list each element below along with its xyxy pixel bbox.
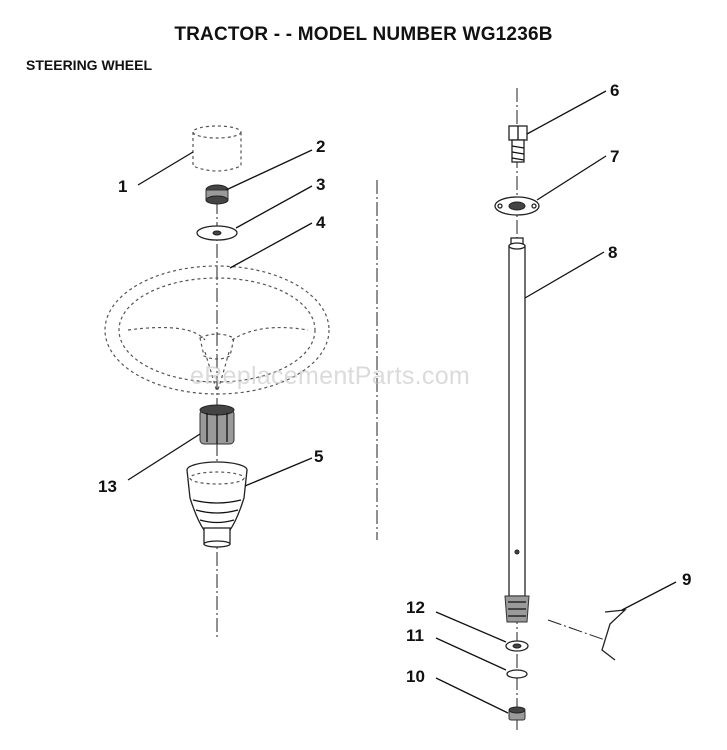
page-title: TRACTOR - - MODEL NUMBER WG1236B xyxy=(174,24,553,45)
callout-6[interactable]: 6 xyxy=(610,81,619,100)
section-title: STEERING WHEEL xyxy=(26,57,153,73)
callout-12[interactable]: 12 xyxy=(406,598,425,617)
leader-3 xyxy=(235,185,313,229)
leader-4 xyxy=(229,222,313,269)
callout-13[interactable]: 13 xyxy=(98,477,117,496)
leader-12 xyxy=(435,611,507,643)
callout-2[interactable]: 2 xyxy=(316,137,325,156)
leader-13 xyxy=(127,433,201,481)
part-shaft-washer[interactable] xyxy=(505,640,529,652)
part-nut[interactable] xyxy=(205,184,229,205)
part-steering-shaft[interactable] xyxy=(508,237,526,597)
callout-1[interactable]: 1 xyxy=(118,177,127,196)
part-flange-bearing[interactable] xyxy=(494,196,540,216)
part-steering-wheel[interactable] xyxy=(104,265,330,395)
leader-2 xyxy=(225,149,313,191)
callout-7[interactable]: 7 xyxy=(610,147,619,166)
part-pinion-gear[interactable] xyxy=(504,595,530,623)
spring-axis xyxy=(547,619,606,641)
part-column-boot[interactable] xyxy=(186,461,248,548)
callout-10[interactable]: 10 xyxy=(406,667,425,686)
leader-11 xyxy=(435,637,507,671)
part-retaining-ring[interactable] xyxy=(506,669,528,679)
leader-6 xyxy=(526,90,607,135)
leader-9 xyxy=(621,581,677,611)
part-cap[interactable] xyxy=(192,125,242,172)
leader-5 xyxy=(244,457,313,487)
part-washer[interactable] xyxy=(196,225,238,241)
leader-1 xyxy=(137,151,194,186)
part-bolt[interactable] xyxy=(508,125,528,163)
part-bushing[interactable] xyxy=(199,404,235,445)
callout-9[interactable]: 9 xyxy=(682,570,691,589)
callout-3[interactable]: 3 xyxy=(316,175,325,194)
part-lock-nut[interactable] xyxy=(508,706,526,721)
callout-4[interactable]: 4 xyxy=(316,213,326,232)
callout-5[interactable]: 5 xyxy=(314,447,323,466)
leader-8 xyxy=(524,251,605,299)
part-spring[interactable] xyxy=(601,609,627,661)
callout-11[interactable]: 11 xyxy=(406,626,424,645)
leader-7 xyxy=(536,155,607,201)
watermark: eReplacementParts.com xyxy=(190,362,471,390)
leader-10 xyxy=(435,677,509,714)
callout-8[interactable]: 8 xyxy=(608,243,617,262)
